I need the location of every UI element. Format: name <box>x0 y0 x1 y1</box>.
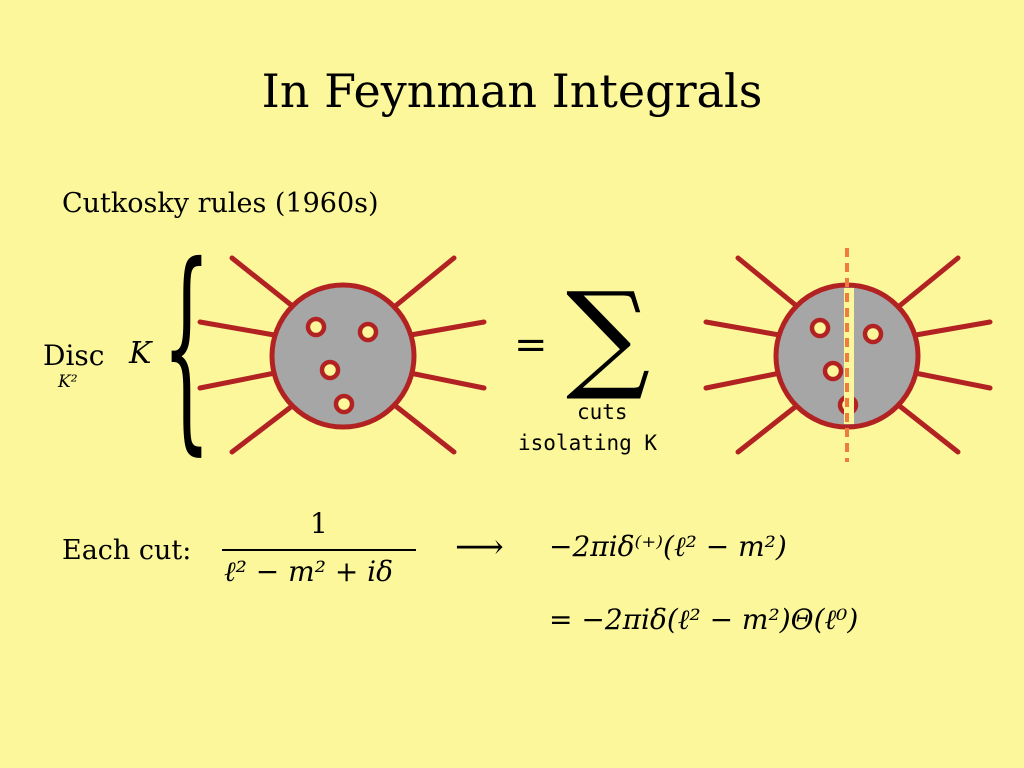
sum-symbol: ∑ <box>566 266 651 404</box>
hole <box>357 321 379 343</box>
left-blob-legs <box>197 255 487 455</box>
leg <box>229 397 303 455</box>
cut-result-line2: = −2πiδ(ℓ² − m²)Θ(ℓ⁰) <box>549 603 859 636</box>
hole <box>319 359 341 381</box>
disc-label: Disc <box>43 339 105 372</box>
leg <box>735 397 807 455</box>
leg <box>402 369 487 391</box>
equals-sign: = <box>514 322 548 368</box>
sum-subscript-isolating: isolating K <box>518 431 658 455</box>
leg <box>229 255 303 315</box>
hole <box>809 317 831 339</box>
right-blob-legs <box>703 255 993 455</box>
sum-subscript-cuts: cuts <box>577 400 628 424</box>
hole <box>305 316 327 338</box>
left-blob <box>269 282 417 430</box>
hole <box>333 393 355 415</box>
hole <box>862 323 884 345</box>
leg <box>735 255 807 315</box>
disc-subscript: K² <box>58 372 78 392</box>
fraction-denominator: ℓ² − m² + iδ <box>224 555 393 588</box>
each-cut-label: Each cut: <box>62 535 192 566</box>
leg <box>197 369 283 391</box>
leg <box>703 369 788 391</box>
leg <box>385 255 457 315</box>
leg <box>889 255 961 315</box>
leg <box>907 369 993 391</box>
fraction-bar <box>222 549 416 551</box>
fraction-numerator: 1 <box>310 507 328 540</box>
subtitle: Cutkosky rules (1960s) <box>62 188 379 219</box>
leg <box>197 319 283 339</box>
left-blob-holes <box>305 316 379 415</box>
cut-result-line1: −2πiδ⁽⁺⁾(ℓ² − m²) <box>549 530 787 563</box>
slide-title: In Feynman Integrals <box>261 64 763 118</box>
leg <box>889 397 961 455</box>
disc-symbol-k: K <box>129 336 152 371</box>
maps-to-arrow: ⟶ <box>455 527 504 567</box>
left-brace: { <box>162 218 211 474</box>
leg <box>402 319 487 339</box>
leg <box>385 397 457 455</box>
hole <box>822 360 844 382</box>
leg <box>703 319 788 339</box>
leg <box>907 319 993 339</box>
